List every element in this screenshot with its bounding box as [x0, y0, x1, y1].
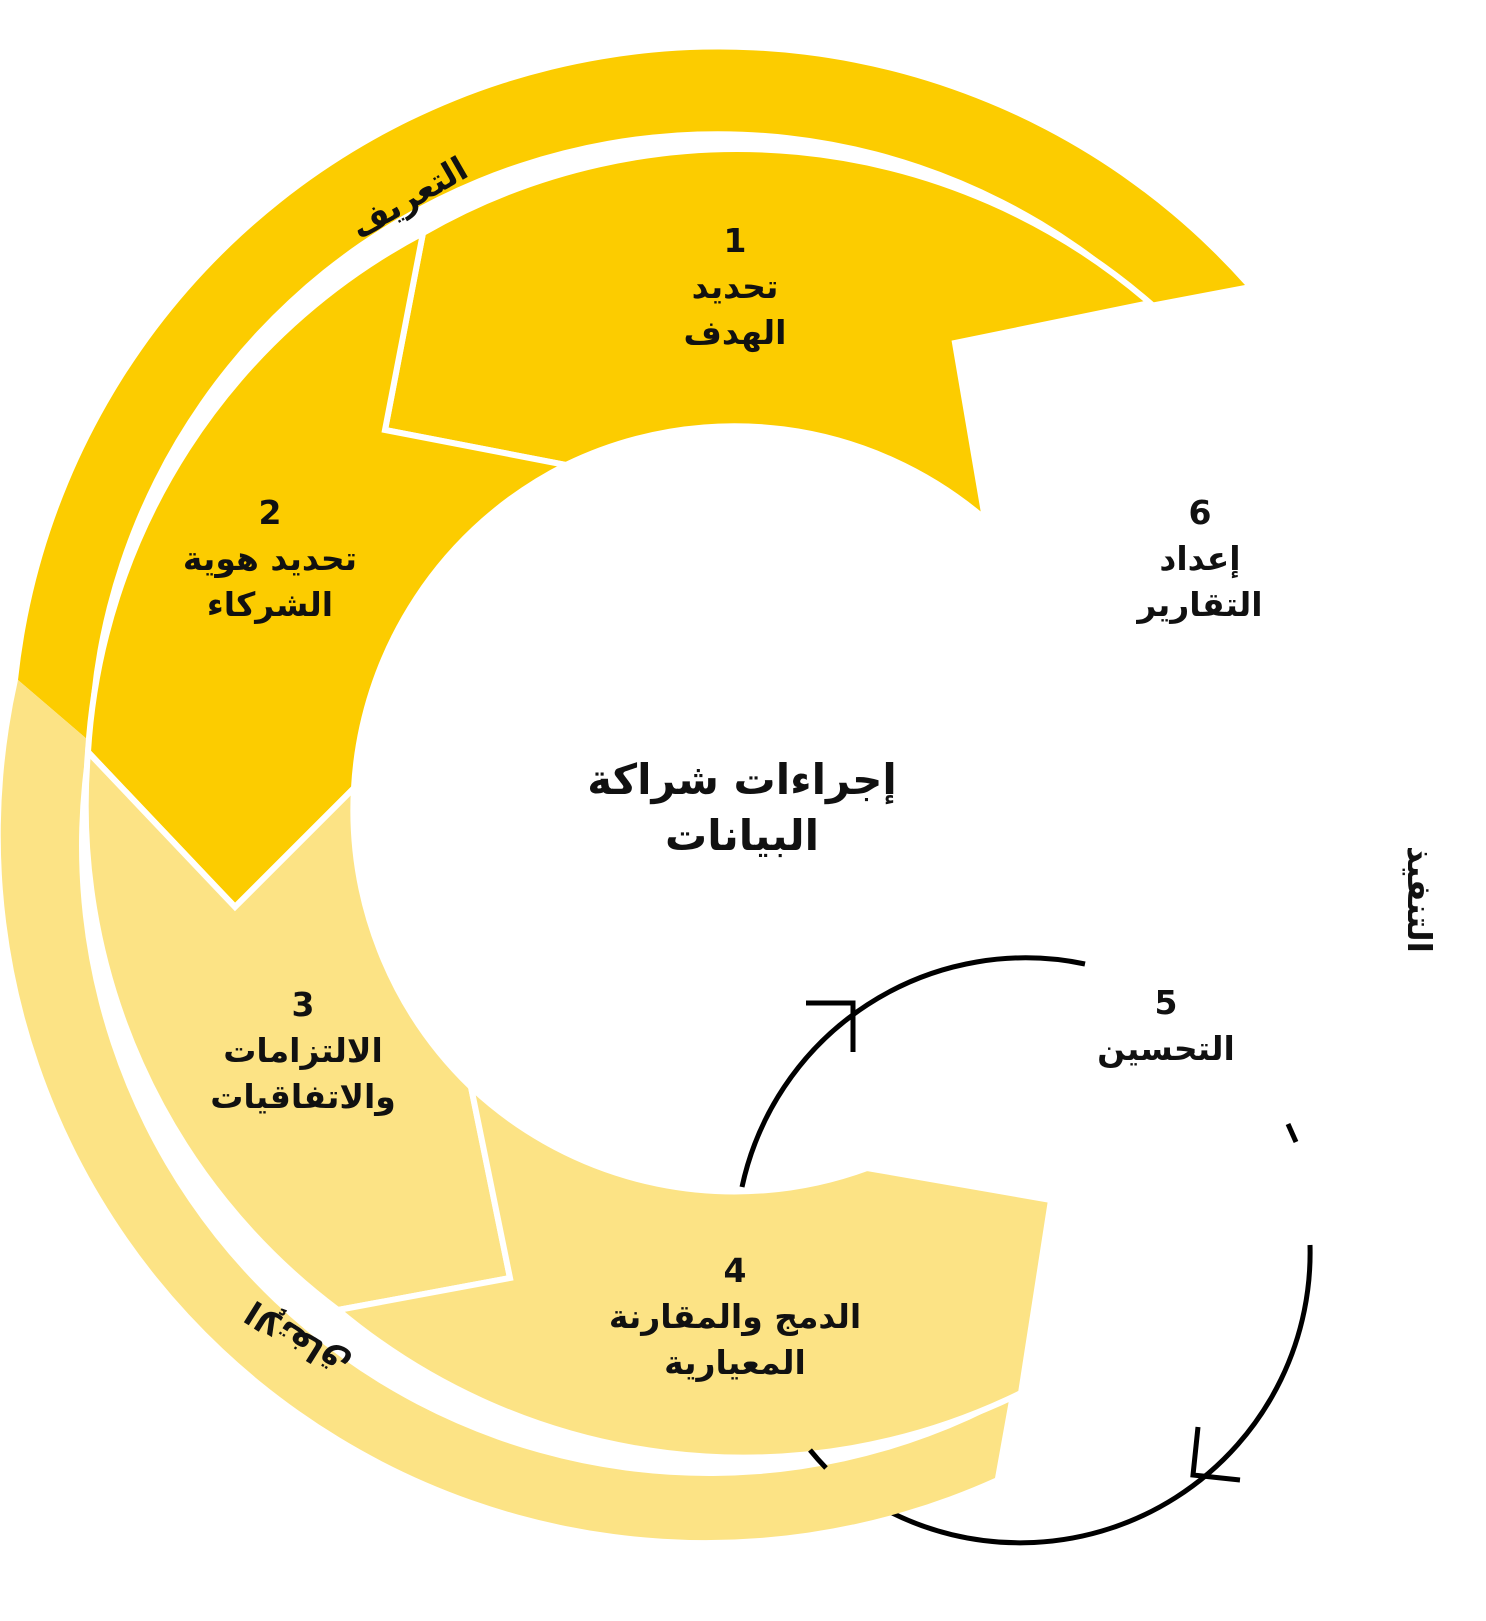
step-number: 2: [258, 493, 282, 532]
step-segment-3: [82, 745, 514, 1314]
step-segment-4: [331, 1078, 1055, 1461]
step-label-1: 1 تحديد الهدف: [684, 218, 787, 356]
refresh-cycle-icon: [739, 955, 1313, 1546]
step-number: 5: [1154, 983, 1178, 1022]
center-title-line1: إجراءات شراكة: [587, 755, 897, 804]
center-title: إجراءات شراكة البيانات: [587, 752, 897, 864]
step-title-line2: التقارير: [1137, 585, 1263, 624]
step-label-6: 6 إعداد التقارير: [1137, 490, 1262, 628]
step-label-3: 3 الالتزامات والاتفاقيات: [210, 982, 396, 1120]
phase-band-agreement: [0, 680, 1009, 1541]
step-title-line2: الشركاء: [206, 585, 334, 624]
step-number: 6: [1188, 493, 1212, 532]
phase-label-execution: التنفيذ: [1399, 846, 1439, 953]
center-title-line2: البيانات: [665, 811, 819, 860]
step-label-5: 5 التحسين: [1097, 980, 1235, 1072]
step-title-line1: إعداد: [1159, 539, 1241, 578]
step-number: 4: [723, 1251, 747, 1290]
step-label-2: 2 تحديد هوية الشركاء: [183, 490, 357, 628]
step-number: 1: [723, 221, 747, 260]
step-title-line1: الالتزامات: [223, 1031, 383, 1070]
phase-band-definition: [18, 49, 1245, 740]
step-label-4: 4 الدمج والمقارنة المعيارية: [609, 1248, 861, 1386]
step-title-line2: والاتفاقيات: [210, 1077, 396, 1116]
step-title-line1: تحديد هوية: [182, 539, 358, 578]
step-segment-1: [381, 146, 1157, 527]
step-title-line2: المعيارية: [664, 1343, 806, 1382]
step-title-line1: تحديد: [691, 267, 779, 306]
step-title-line1: الدمج والمقارنة: [608, 1297, 862, 1336]
step-title-line2: الهدف: [683, 313, 787, 352]
step-number: 3: [291, 985, 315, 1024]
step-title-line1: التحسين: [1097, 1029, 1235, 1068]
